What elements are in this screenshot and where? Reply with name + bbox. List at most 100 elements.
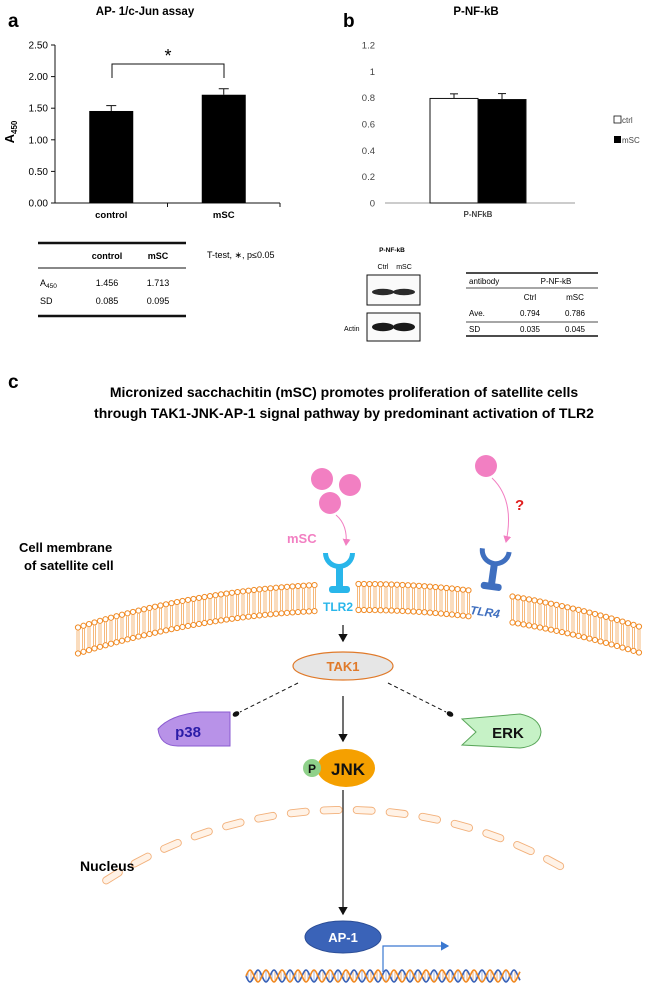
lipid-head bbox=[531, 597, 538, 604]
table-b-row-label: SD bbox=[469, 325, 480, 334]
lipid-head bbox=[179, 623, 186, 631]
inhibit-line-p38 bbox=[239, 682, 299, 713]
lipid-head bbox=[234, 614, 241, 622]
lipid-head bbox=[564, 630, 571, 637]
lipid-head bbox=[129, 634, 137, 642]
lipid-head bbox=[168, 626, 175, 633]
legend-label-msc: mSC bbox=[622, 136, 640, 145]
panel-b-table: antibody P-NF-kB Ctrl mSC Ave. 0.794 0.7… bbox=[466, 272, 598, 337]
inhibit-cap-erk bbox=[446, 711, 454, 717]
lipid-head bbox=[223, 590, 230, 597]
p38-label: p38 bbox=[175, 724, 201, 741]
lipid-head bbox=[448, 585, 456, 592]
lipid-head bbox=[217, 617, 225, 624]
ap1-label: AP-1 bbox=[328, 930, 358, 945]
lipid-head bbox=[184, 596, 192, 604]
lipid-head bbox=[195, 620, 203, 628]
lipid-head bbox=[382, 607, 390, 614]
lipid-head bbox=[536, 598, 544, 605]
lipid-head bbox=[613, 642, 621, 650]
phospho-node bbox=[303, 759, 321, 777]
lipid-head bbox=[294, 608, 302, 616]
ligand-arrow-tlr2 bbox=[335, 514, 351, 546]
lipid-head bbox=[542, 599, 549, 606]
lipid-head bbox=[624, 620, 632, 627]
panel-a-letter: a bbox=[8, 11, 19, 32]
lipid-head bbox=[575, 632, 582, 639]
y-tick-label: 1.50 bbox=[29, 104, 49, 115]
lipid-head bbox=[91, 619, 98, 626]
y-tick-label: 2.50 bbox=[29, 41, 49, 52]
lipid-head bbox=[151, 603, 159, 610]
nucleus-label: Nucleus bbox=[80, 858, 135, 874]
y-tick-label: 0.50 bbox=[29, 167, 49, 178]
lipid-head bbox=[415, 582, 423, 589]
lipid-head bbox=[553, 627, 560, 634]
legend-label-ctrl: ctrl bbox=[622, 116, 633, 125]
blot-lane-ctrl: Ctrl bbox=[378, 264, 389, 271]
lipid-head bbox=[635, 649, 643, 656]
nucleus-envelope bbox=[102, 806, 565, 885]
panel-a-title: AP- 1/c-Jun assay bbox=[96, 6, 195, 18]
lipid-head bbox=[256, 586, 263, 593]
table-a-row-sd-label: SD bbox=[40, 296, 53, 306]
table-b-cell: 0.035 bbox=[520, 325, 541, 334]
lipid-head bbox=[360, 580, 368, 588]
y-tick-label: 0.8 bbox=[362, 93, 375, 104]
lipid-head bbox=[278, 584, 285, 591]
blot-lane-msc: mSC bbox=[396, 264, 412, 271]
lipid-head bbox=[410, 582, 417, 589]
lipid-head bbox=[135, 607, 142, 614]
lipid-head bbox=[305, 608, 313, 615]
lipid-head bbox=[305, 582, 313, 589]
lipid-head bbox=[459, 612, 467, 619]
lipid-head bbox=[173, 624, 181, 632]
lipid-head bbox=[300, 608, 307, 615]
ttest-note: T-test, ∗, p≤0.05 bbox=[207, 250, 275, 260]
lipid-head bbox=[311, 608, 318, 615]
lipid-head bbox=[74, 624, 82, 631]
lipid-head bbox=[465, 613, 472, 620]
nuclear-envelope-segment bbox=[352, 806, 376, 815]
dna-helix bbox=[245, 969, 521, 983]
lipid-head bbox=[245, 587, 252, 594]
table-a-cell: 0.095 bbox=[147, 296, 170, 306]
lipid-head bbox=[201, 619, 208, 627]
significance-bracket bbox=[111, 63, 225, 78]
legend-swatch-msc bbox=[614, 136, 621, 143]
lipid-head bbox=[245, 613, 252, 620]
lipid-head bbox=[410, 608, 417, 615]
lipid-head bbox=[85, 646, 93, 654]
lipid-head bbox=[228, 615, 236, 622]
lipid-head bbox=[157, 628, 164, 635]
lipid-head bbox=[415, 608, 423, 615]
nuclear-envelope-segment bbox=[482, 829, 505, 843]
lipid-head bbox=[366, 606, 373, 614]
lipid-head bbox=[591, 610, 599, 618]
lipid-head bbox=[124, 610, 131, 617]
lipid-head bbox=[597, 612, 604, 619]
lipid-head bbox=[619, 618, 626, 625]
blot-band bbox=[372, 288, 394, 296]
lipid-head bbox=[432, 609, 439, 617]
lipid-head bbox=[377, 607, 384, 614]
table-b-row-label: Ave. bbox=[469, 309, 485, 318]
lipid-head bbox=[580, 634, 588, 641]
lipid-head bbox=[228, 589, 236, 596]
nuclear-envelope-segment bbox=[543, 855, 565, 871]
panel-b-letter: b bbox=[343, 11, 355, 32]
y-tick-label: 0.6 bbox=[362, 120, 375, 131]
lipid-head bbox=[256, 612, 263, 619]
transcription-arrow bbox=[382, 941, 450, 972]
lipid-head bbox=[624, 646, 632, 653]
lipid-head bbox=[91, 645, 98, 652]
ligand-icon bbox=[319, 492, 341, 514]
lipid-head bbox=[223, 616, 230, 623]
lipid-head bbox=[426, 583, 434, 590]
jnk-node bbox=[317, 749, 375, 787]
msc-ligands bbox=[311, 455, 497, 514]
lipid-head bbox=[531, 623, 538, 630]
blot-loading-label: Actin bbox=[344, 326, 360, 333]
lipid-head bbox=[272, 584, 280, 591]
